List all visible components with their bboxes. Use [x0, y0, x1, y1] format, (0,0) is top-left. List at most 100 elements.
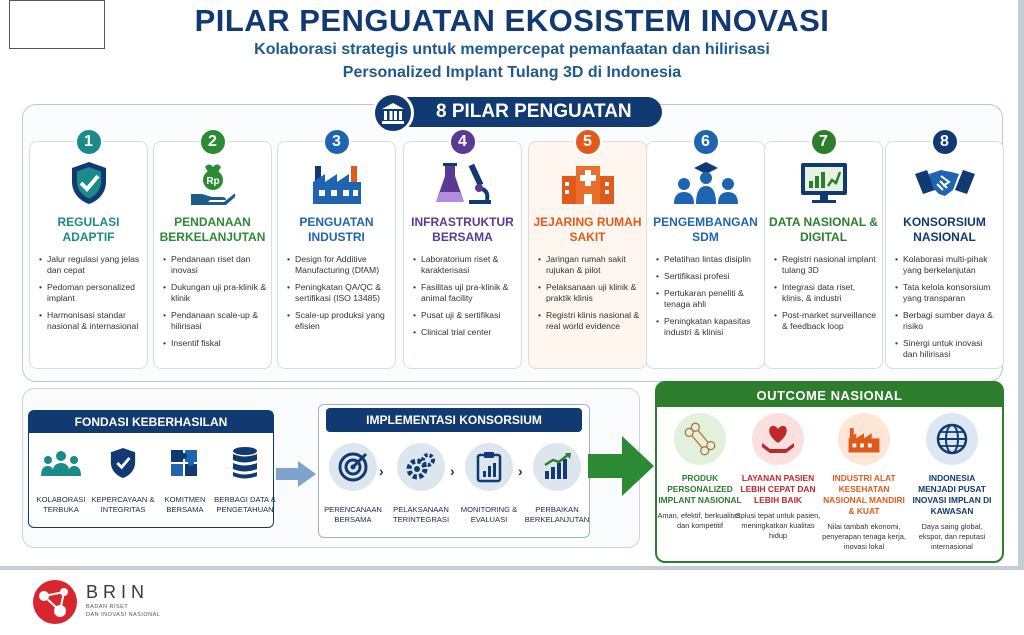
implementasi-item-4: PERBAIKAN BERKELANJUTAN [523, 443, 591, 525]
brin-wordmark: BRIN [86, 582, 150, 602]
implementasi-item-1: PERENCANAAN BERSAMA [319, 443, 387, 525]
pillar-point: Pendanaan scale-up & hilirisasi [163, 310, 267, 332]
pillar-points-7: Registri nasional implant tulang 3D Inte… [774, 254, 878, 338]
outcome-item-desc: Nilai tambah ekonomi, penyerapan tenaga … [822, 522, 906, 551]
right-edge-strip [1018, 0, 1024, 570]
page-subtitle-line1: Kolaborasi strategis untuk mempercepat p… [254, 41, 770, 58]
outcome-item-desc: Solusi tepat untuk pasien, meningkatkan … [735, 511, 821, 540]
pillar-point: Jalur regulasi yang jelas dan cepat [39, 254, 143, 276]
pillar-point: Integrasi data riset, klinis, & industri [774, 282, 878, 304]
fondasi-label: KOMITMEN BERSAMA [164, 495, 206, 514]
pillar-point: Scale-up produksi yang efisien [287, 310, 391, 332]
pillar-point: Pelaksanaan uji klinik & praktik klinis [538, 282, 642, 304]
pillar-points-1: Jalur regulasi yang jelas dan cepat Pedo… [39, 254, 143, 338]
brin-logo-icon [30, 578, 80, 631]
pillar-point: Laboratorium riset & karakterisasi [413, 254, 517, 276]
outcome-panel: OUTCOME NASIONAL PRODUK PERSONALIZED IMP… [655, 381, 1004, 563]
pillar-points-5: Jaringan rumah sakit rujukan & pilot Pel… [538, 254, 642, 338]
pillar-number-1: 1 [74, 128, 103, 156]
outcome-item-title: INDONESIA MENJADI PUSAT INOVASI IMPLAN D… [912, 473, 992, 516]
pillar-number-4: 4 [448, 128, 477, 156]
page-title: PILAR PENGUATAN EKOSISTEM INOVASI [194, 3, 830, 38]
pillar-point: Sertifikasi profesi [656, 271, 760, 282]
fondasi-panel: FONDASI KEBERHASILAN KOLABORASI TERBUKA … [28, 410, 277, 528]
pillar-point: Kolaborasi multi-pihak yang berkelanjuta… [895, 254, 999, 276]
outcome-title: OUTCOME NASIONAL [657, 383, 1002, 407]
page-subtitle-line2: Personalized Implant Tulang 3D di Indone… [342, 64, 682, 81]
outcome-item-1: PRODUK PERSONALIZED IMPLANT NASIONAL Ama… [657, 413, 743, 531]
pillar-points-4: Laboratorium riset & karakterisasi Fasil… [413, 254, 517, 344]
fondasi-item-1: KOLABORASI TERBUKA [29, 443, 93, 515]
implementasi-item-3: MONITORING & EVALUASI [455, 443, 523, 525]
pillar-point: Jaringan rumah sakit rujukan & pilot [538, 254, 642, 276]
outcome-item-desc: Daya saing global, ekspor, dan reputasi … [918, 522, 986, 551]
pillar-card-2: 2 Rp PENDANAAN BERKELANJUTAN Pendanaan r… [153, 128, 272, 369]
outcome-item-4: INDONESIA MENJADI PUSAT INOVASI IMPLAN D… [909, 413, 995, 552]
corner-frame [9, 0, 105, 49]
svg-text:Rp: Rp [206, 176, 219, 187]
fondasi-item-2: KEPERCAYAAN & INTEGRITAS [91, 443, 155, 515]
implementasi-label: MONITORING & EVALUASI [460, 505, 518, 524]
implementasi-label: PERBAIKAN BERKELANJUTAN [524, 505, 590, 524]
graduates-icon [647, 160, 764, 206]
pillar-card-4: 4 INFRASTRUKTUR BERSAMA Laboratorium ris… [403, 128, 522, 369]
pillar-point: Pendanaan riset dan inovasi [163, 254, 267, 276]
implementasi-item-2: PELAKSANAAN TERINTEGRASI [387, 443, 455, 525]
pillar-card-8: 8 KONSORSIUM NASIONAL Kolaborasi multi-p… [885, 128, 1004, 369]
pillar-point: Pelatihan lintas disiplin [656, 254, 760, 265]
fondasi-label: BERBAGI DATA & PENGETAHUAN [214, 495, 276, 514]
pillar-card-1: 1 REGULASI ADAPTIF Jalur regulasi yang j… [29, 128, 148, 369]
pillar-number-2: 2 [198, 128, 227, 156]
chevron-right-icon: › [450, 463, 455, 479]
pillars-banner: 8 PILAR PENGUATAN [374, 97, 662, 127]
fondasi-title: FONDASI KEBERHASILAN [29, 411, 273, 433]
pillar-points-8: Kolaborasi multi-pihak yang berkelanjuta… [895, 254, 999, 366]
heart-hands-icon [752, 413, 804, 465]
pillar-point: Registri nasional implant tulang 3D [774, 254, 878, 276]
pillar-point: Registri klinis nasional & real world ev… [538, 310, 642, 332]
growth-chart-icon [533, 443, 581, 491]
pillar-points-6: Pelatihan lintas disiplin Sertifikasi pr… [656, 254, 760, 344]
target-icon [329, 443, 377, 491]
pillar-point: Peningkatan kapasitas industri & klinisi [656, 316, 760, 338]
fondasi-item-3: KOMITMEN BERSAMA [153, 443, 217, 515]
shield-check-icon [30, 160, 147, 206]
pillar-title-2: PENDANAAN BERKELANJUTAN [159, 215, 266, 244]
institution-icon [372, 92, 414, 134]
pillar-number-5: 5 [573, 128, 602, 156]
pillar-number-3: 3 [322, 128, 351, 156]
pillar-point: Tata kelola konsorsium yang transparan [895, 282, 999, 304]
hospital-icon [529, 160, 646, 206]
pillar-point: Peningkatan QA/QC & sertifikasi (ISO 134… [287, 282, 391, 304]
pillar-card-7: 7 DATA NASIONAL & DIGITAL Registri nasio… [764, 128, 883, 369]
pillar-title-8: KONSORSIUM NASIONAL [903, 215, 986, 244]
fondasi-label: KEPERCAYAAN & INTEGRITAS [91, 495, 155, 514]
pillar-card-3: 3 PENGUATAN INDUSTRI Design for Additive… [277, 128, 396, 369]
gears-icon [397, 443, 445, 491]
brin-subtitle-line1: BADAN RISET [86, 604, 129, 610]
pillar-point: Pusat uji & sertifikasi [413, 310, 517, 321]
pillar-title-3: PENGUATAN INDUSTRI [299, 215, 374, 244]
factory-icon [278, 160, 395, 206]
pillar-point: Insentif fiskal [163, 338, 267, 349]
chevron-right-icon: › [518, 463, 523, 479]
pillar-point: Pertukaran peneliti & tenaga ahli [656, 288, 760, 310]
pillar-point: Design for Additive Manufacturing (DfAM) [287, 254, 391, 276]
pillar-title-6: PENGEMBANGAN SDM [653, 215, 758, 244]
pillar-points-2: Pendanaan riset dan inovasi Dukungan uji… [163, 254, 267, 355]
flow-arrow-green [588, 434, 656, 503]
people-group-icon [29, 443, 93, 483]
chevron-right-icon: › [379, 463, 384, 479]
pillar-points-3: Design for Additive Manufacturing (DfAM)… [287, 254, 391, 338]
bone-icon [674, 413, 726, 465]
pillar-point: Post-market surveillance & feedback loop [774, 310, 878, 332]
pillar-title-7: DATA NASIONAL & DIGITAL [769, 215, 878, 244]
footer-band [0, 566, 1024, 635]
database-icon [213, 443, 277, 483]
pillar-number-6: 6 [691, 128, 720, 156]
flow-arrow-blue [276, 459, 318, 494]
pillar-title-5: JEJARING RUMAH SAKIT [533, 215, 642, 244]
pillar-point: Pedoman personalized implant [39, 282, 143, 304]
pillar-title-4: INFRASTRUKTUR BERSAMA [411, 215, 514, 244]
pillar-point: Dukungan uji pra-klinik & klinik [163, 282, 267, 304]
